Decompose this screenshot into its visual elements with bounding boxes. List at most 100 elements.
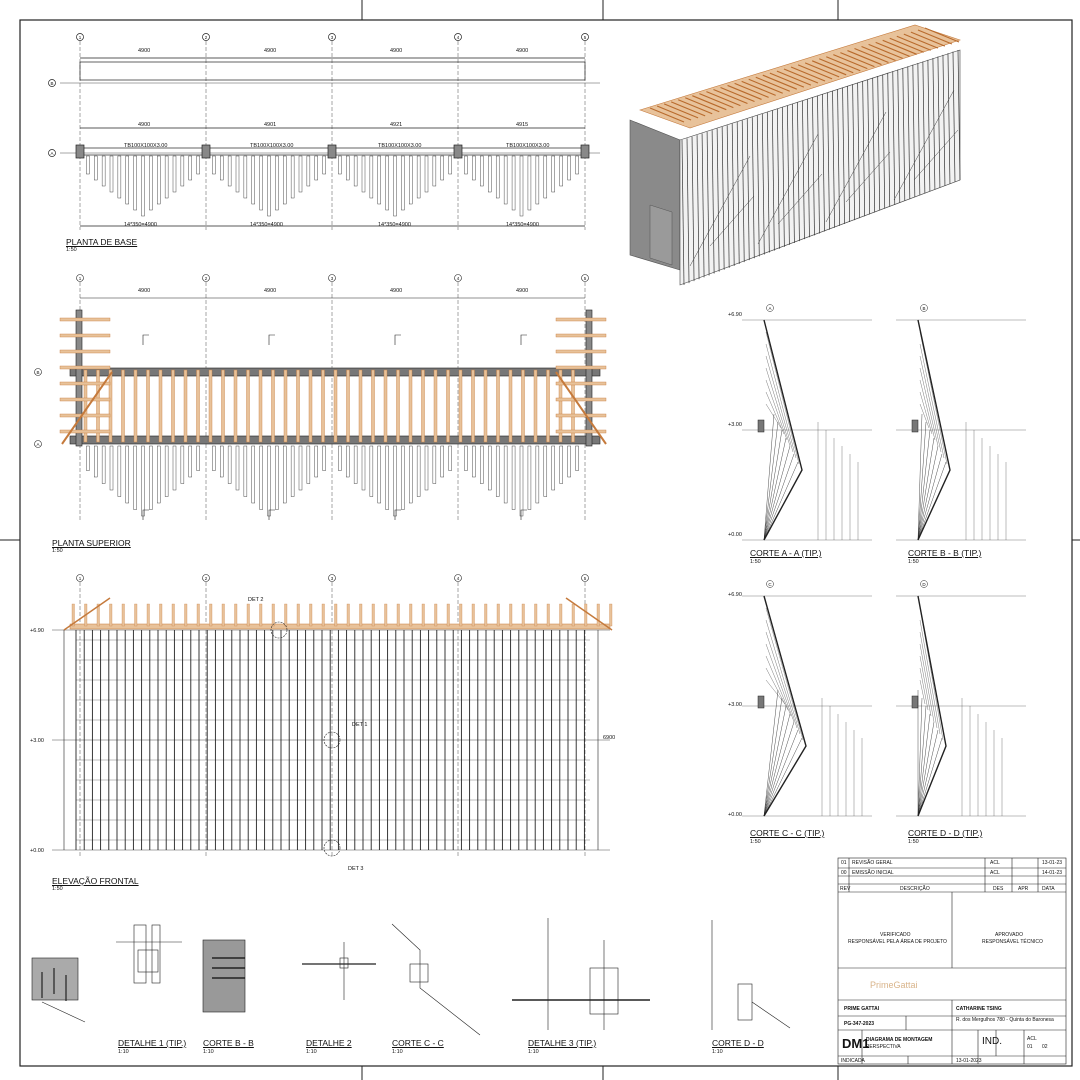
sec-outer bbox=[917, 595, 947, 817]
sec-strut bbox=[919, 355, 942, 453]
persp-rafter bbox=[741, 80, 776, 96]
post bbox=[346, 155, 350, 181]
sec-strut bbox=[919, 679, 926, 705]
sec-strut bbox=[765, 403, 782, 429]
sec-a-level-mid: +3.00 bbox=[728, 422, 742, 428]
grid-bubble-label: 2 bbox=[205, 35, 208, 40]
persp-slat bbox=[857, 82, 860, 219]
grid-bubble-label: 2 bbox=[205, 276, 208, 281]
sec-strut bbox=[763, 721, 795, 817]
dim-sup-2: 4900 bbox=[264, 288, 277, 294]
rafter bbox=[246, 369, 250, 443]
rafter bbox=[121, 369, 125, 443]
persp-rafter bbox=[833, 54, 868, 70]
sec-strut bbox=[919, 667, 929, 711]
sec-strut bbox=[917, 705, 927, 817]
grid-bubble bbox=[766, 580, 774, 588]
persp-slat bbox=[902, 67, 906, 202]
post bbox=[377, 155, 381, 205]
tube-label-2: TB100X100X3.00 bbox=[250, 143, 294, 149]
persp-slat bbox=[897, 69, 901, 203]
sec-wall bbox=[911, 695, 919, 709]
spacing-3: 14*350=4900 bbox=[378, 222, 411, 228]
dim-base-1: 4900 bbox=[138, 122, 151, 128]
persp-slat bbox=[736, 121, 740, 265]
post bbox=[133, 445, 137, 510]
post bbox=[401, 445, 405, 510]
sec-a-level-top: +6.90 bbox=[728, 312, 742, 318]
roof-rib bbox=[121, 603, 125, 627]
roof-rib bbox=[584, 603, 588, 627]
post bbox=[559, 445, 563, 484]
post bbox=[527, 445, 532, 510]
grid-bubble bbox=[581, 274, 589, 282]
post bbox=[243, 155, 248, 199]
roof-rib bbox=[534, 603, 538, 627]
post bbox=[519, 445, 524, 517]
grid-bubble-label: 1 bbox=[79, 276, 82, 281]
persp-slat bbox=[872, 77, 876, 213]
post bbox=[440, 155, 444, 181]
rafter bbox=[96, 369, 100, 443]
grid-bubble-label: C bbox=[768, 582, 772, 587]
roof-rib bbox=[509, 603, 513, 627]
grid-bubble bbox=[328, 33, 336, 41]
post bbox=[125, 445, 129, 504]
cantilever-right bbox=[555, 381, 607, 386]
sec-strut bbox=[917, 421, 927, 541]
sec-strut bbox=[919, 391, 933, 435]
grid-bubble bbox=[48, 79, 56, 87]
post bbox=[117, 155, 122, 199]
post bbox=[503, 155, 508, 205]
det1-post bbox=[151, 924, 161, 984]
grid-bubble bbox=[454, 574, 462, 582]
roof-rib bbox=[409, 603, 413, 627]
rev-0-des: ACL bbox=[990, 870, 1000, 876]
drawing-title: DIAGRAMA DE MONTAGEM bbox=[866, 1037, 933, 1043]
rafter bbox=[171, 369, 175, 443]
roof-rib bbox=[484, 603, 488, 627]
roof-rib bbox=[96, 603, 100, 627]
roof-rib bbox=[559, 603, 563, 627]
sec-c-level-top: +6.90 bbox=[728, 592, 742, 598]
post bbox=[235, 155, 240, 193]
post bbox=[432, 445, 437, 484]
roof-rib bbox=[446, 603, 450, 627]
persp-slat bbox=[741, 120, 745, 263]
persp-rafter bbox=[727, 84, 762, 100]
persp-rafter bbox=[804, 62, 840, 78]
persp-slat bbox=[761, 113, 765, 255]
section-marker bbox=[268, 509, 275, 520]
post bbox=[164, 155, 169, 199]
logo-part-a: Prime bbox=[870, 980, 894, 990]
persp-rafter bbox=[713, 89, 748, 105]
detail-circle-3 bbox=[323, 839, 341, 857]
brace-left bbox=[61, 371, 113, 445]
column bbox=[327, 144, 337, 159]
sec-strut bbox=[917, 729, 939, 817]
detalhe-2-title: DETALHE 2 bbox=[306, 1038, 352, 1048]
corte-bb-title: CORTE B - B (TIP.) bbox=[908, 548, 982, 558]
grid-bubble bbox=[328, 274, 336, 282]
persp-slat bbox=[927, 59, 931, 192]
post bbox=[480, 155, 484, 187]
cliente-value: PRIME GATTAI bbox=[844, 1006, 880, 1012]
persp-slat bbox=[912, 64, 916, 198]
rafter bbox=[233, 369, 238, 443]
post bbox=[409, 155, 413, 205]
persp-brace bbox=[893, 89, 955, 201]
post bbox=[464, 155, 468, 175]
grid-bubble-label: B bbox=[50, 81, 53, 86]
callout-det-1: DET 1 bbox=[352, 722, 368, 728]
post bbox=[503, 445, 508, 504]
rev-header-apr: APR bbox=[1018, 886, 1029, 892]
post bbox=[212, 445, 216, 471]
sec-strut bbox=[765, 355, 794, 453]
rev-1-num: 01 bbox=[841, 860, 847, 866]
section-marker bbox=[394, 334, 401, 345]
post bbox=[369, 155, 374, 199]
post bbox=[149, 445, 153, 510]
tube-label-4: TB100X100X3.00 bbox=[506, 143, 550, 149]
grid-bubble-label: 1 bbox=[79, 35, 82, 40]
